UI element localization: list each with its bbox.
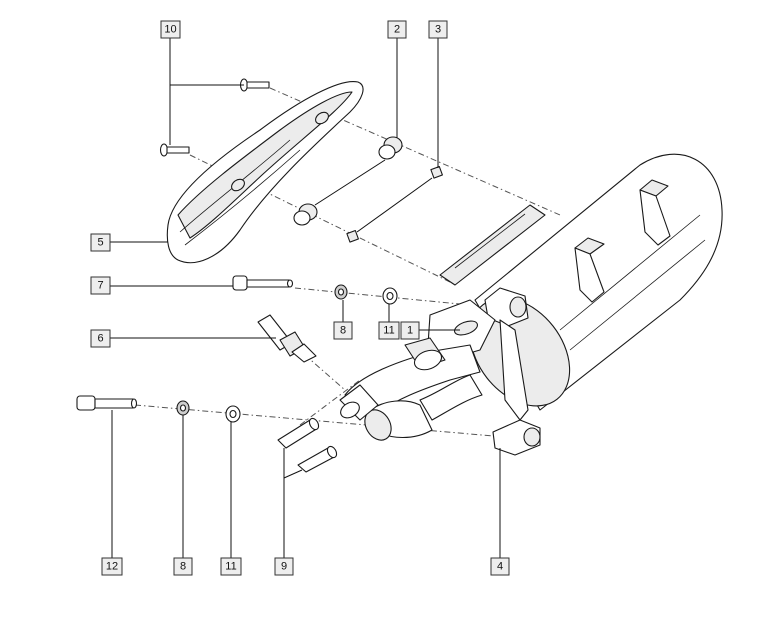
callout-3: 3: [428, 20, 448, 39]
callout-11-lower-label: 11: [225, 561, 236, 573]
callout-12-label: 12: [106, 561, 118, 573]
spacers-part-3: [346, 165, 443, 243]
callout-8-upper: 8: [333, 321, 353, 340]
callout-9: 9: [274, 557, 294, 576]
callout-12: 12: [101, 557, 123, 576]
callout-6: 6: [90, 329, 111, 348]
callout-7-label: 7: [97, 280, 103, 292]
bolt-part-7: [232, 275, 294, 291]
callout-8-lower: 8: [173, 557, 193, 576]
sleeves-part-9: [277, 417, 338, 473]
callout-5-label: 5: [97, 237, 103, 249]
callout-5: 5: [90, 233, 111, 252]
callout-11-lower: 11: [220, 557, 242, 576]
callout-10: 10: [160, 20, 181, 39]
callout-3-label: 3: [435, 24, 441, 36]
callout-2: 2: [387, 20, 407, 39]
muffler-assembly: [427, 153, 723, 456]
callout-11-upper: 11: [378, 321, 400, 340]
washer-part-11-lower: [225, 405, 241, 423]
callout-6-label: 6: [97, 333, 103, 345]
callout-8-lower-label: 8: [180, 561, 186, 573]
washer-part-11-upper: [382, 287, 398, 305]
sensor-part-6: [257, 314, 317, 363]
callout-9-label: 9: [281, 561, 287, 573]
callout-2-label: 2: [394, 24, 400, 36]
callout-4: 4: [490, 557, 510, 576]
bolt-part-12: [76, 395, 138, 411]
callout-1: 1: [400, 321, 420, 340]
assembly-axes: [134, 87, 561, 438]
callout-8-upper-label: 8: [340, 325, 346, 337]
header-pipe: [339, 337, 483, 441]
callout-11-upper-label: 11: [383, 325, 394, 337]
lock-washer-part-8-upper: [334, 284, 348, 300]
lock-washer-part-8-lower: [176, 400, 190, 416]
callout-1-label: 1: [407, 325, 413, 337]
grommets-part-2: [293, 136, 403, 226]
callout-7: 7: [90, 276, 111, 295]
heat-shield: [166, 80, 364, 264]
callout-4-label: 4: [497, 561, 503, 573]
callout-10-label: 10: [164, 24, 176, 36]
leader-lines: [110, 38, 501, 558]
